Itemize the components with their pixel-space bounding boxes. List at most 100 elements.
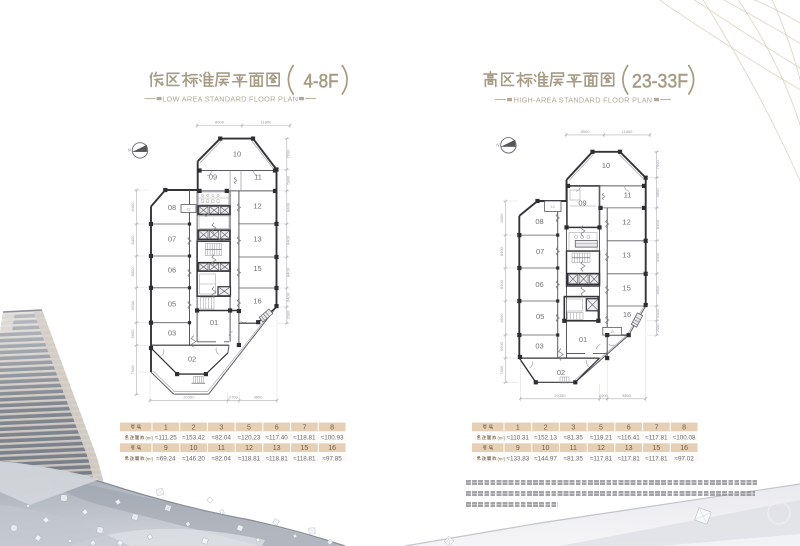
svg-text:8400: 8400	[499, 246, 504, 256]
svg-text:9: 9	[164, 445, 168, 452]
svg-text:08: 08	[535, 217, 543, 226]
svg-text:HIGH-AREA STANDARD FLOOR PLAN: HIGH-AREA STANDARD FLOOR PLAN	[514, 95, 653, 104]
svg-text:15: 15	[253, 264, 261, 273]
svg-text:03: 03	[168, 329, 176, 338]
svg-text:≈69.24: ≈69.24	[156, 455, 176, 462]
svg-text:16: 16	[253, 297, 261, 306]
svg-text:03: 03	[535, 342, 543, 351]
svg-text:≈152.13: ≈152.13	[534, 435, 557, 442]
svg-text:13: 13	[253, 235, 261, 244]
svg-text:(m²): (m²)	[146, 436, 154, 441]
svg-text:13: 13	[625, 445, 633, 452]
svg-text:13: 13	[622, 251, 630, 260]
svg-text:N: N	[128, 147, 132, 152]
svg-text:2000: 2000	[655, 323, 660, 333]
svg-text:16: 16	[623, 310, 631, 319]
svg-text:07: 07	[168, 235, 176, 244]
svg-text:11: 11	[254, 173, 262, 182]
svg-text:≈100.93: ≈100.93	[321, 435, 344, 442]
svg-text:LOW AREA STANDARD FLOOR PLAN: LOW AREA STANDARD FLOOR PLAN	[162, 94, 298, 103]
svg-text:10: 10	[233, 150, 241, 159]
svg-text:7600: 7600	[285, 149, 290, 159]
svg-text:6400: 6400	[285, 292, 290, 302]
svg-text:13: 13	[273, 445, 281, 452]
svg-text:3: 3	[571, 424, 575, 431]
svg-text:(m²): (m²)	[146, 457, 154, 462]
svg-text:12: 12	[551, 205, 555, 209]
svg-text:10: 10	[602, 161, 610, 170]
svg-text:01: 01	[579, 335, 587, 344]
svg-text:06: 06	[535, 280, 543, 289]
svg-text:15: 15	[301, 445, 309, 452]
svg-text:≈110.31: ≈110.31	[507, 435, 530, 442]
svg-text:≈118.81: ≈118.81	[293, 435, 316, 442]
svg-text:07: 07	[536, 247, 544, 256]
svg-text:8: 8	[682, 424, 686, 431]
svg-text:7600: 7600	[499, 365, 504, 375]
svg-text:7: 7	[654, 424, 658, 431]
svg-text:8500: 8500	[581, 129, 591, 134]
svg-text:8400: 8400	[655, 219, 660, 229]
svg-text:16: 16	[328, 445, 336, 452]
svg-text:09: 09	[578, 199, 586, 208]
svg-text:≈97.85: ≈97.85	[323, 455, 343, 462]
svg-text:20350: 20350	[183, 395, 195, 400]
svg-text:8400: 8400	[285, 267, 290, 277]
svg-text:(m²): (m²)	[498, 457, 506, 462]
svg-text:12: 12	[187, 208, 191, 212]
svg-text:8500: 8500	[499, 313, 504, 323]
svg-text:7600: 7600	[655, 160, 660, 170]
svg-text:≈117.81: ≈117.81	[645, 435, 668, 442]
svg-text:8500: 8500	[130, 300, 135, 310]
svg-text:02: 02	[188, 355, 196, 364]
svg-text:8400: 8400	[655, 285, 660, 295]
svg-text:2000: 2000	[285, 310, 290, 320]
svg-text:4-8F: 4-8F	[304, 70, 339, 92]
svg-text:8400: 8400	[499, 213, 504, 223]
svg-text:06: 06	[168, 266, 176, 275]
svg-text:08: 08	[168, 203, 176, 212]
svg-text:11: 11	[570, 445, 577, 452]
svg-text:1: 1	[164, 424, 168, 431]
svg-text:10: 10	[542, 445, 550, 452]
svg-text:8500: 8500	[215, 120, 225, 125]
svg-text:≈118.81: ≈118.81	[266, 455, 289, 462]
svg-text:2: 2	[544, 424, 548, 431]
svg-text:12: 12	[253, 202, 261, 211]
svg-text:≈81.35: ≈81.35	[564, 455, 584, 462]
svg-text:≈117.81: ≈117.81	[590, 455, 613, 462]
svg-text:≈116.41: ≈116.41	[618, 435, 641, 442]
svg-text:≈82.04: ≈82.04	[212, 435, 232, 442]
svg-text:05: 05	[168, 300, 176, 309]
svg-text:12: 12	[245, 445, 253, 452]
svg-text:5800: 5800	[655, 188, 660, 198]
svg-text:02: 02	[557, 368, 565, 377]
svg-text:5: 5	[599, 424, 603, 431]
svg-text:5: 5	[247, 424, 251, 431]
svg-text:23-33F: 23-33F	[632, 70, 688, 92]
svg-text:8400: 8400	[655, 252, 660, 262]
svg-text:≈133.83: ≈133.83	[506, 455, 529, 462]
svg-text:5800: 5800	[285, 175, 290, 185]
svg-text:6: 6	[275, 424, 279, 431]
svg-text:≈118.81: ≈118.81	[238, 455, 261, 462]
svg-text:≈97.02: ≈97.02	[675, 455, 695, 462]
svg-text:7: 7	[302, 424, 306, 431]
svg-text:≈111.25: ≈111.25	[155, 435, 177, 442]
svg-text:3: 3	[219, 424, 223, 431]
svg-text:≈117.40: ≈117.40	[266, 435, 289, 442]
svg-text:8400: 8400	[285, 202, 290, 212]
svg-text:2000: 2000	[599, 393, 609, 398]
svg-text:6: 6	[627, 424, 631, 431]
svg-text:12: 12	[597, 445, 605, 452]
svg-text:9850: 9850	[254, 395, 264, 400]
svg-text:2: 2	[192, 424, 196, 431]
svg-text:8300: 8300	[130, 267, 135, 277]
svg-text:≈100.08: ≈100.08	[673, 435, 696, 442]
svg-text:(m²): (m²)	[498, 436, 506, 441]
svg-text:01: 01	[210, 318, 218, 327]
svg-text:8400: 8400	[285, 235, 290, 245]
svg-text:12: 12	[622, 218, 630, 227]
svg-text:8300: 8300	[499, 279, 504, 289]
svg-text:11850: 11850	[622, 129, 634, 134]
